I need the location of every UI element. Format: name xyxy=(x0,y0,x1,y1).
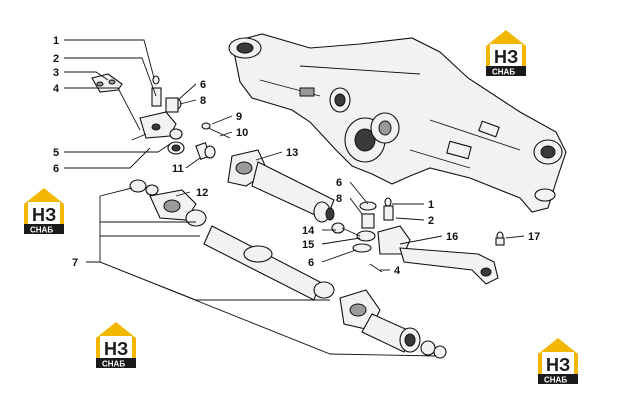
callout-1: 1 xyxy=(53,35,59,47)
callout-6: 6 xyxy=(336,177,342,189)
callout-12: 12 xyxy=(196,187,208,199)
callout-2: 2 xyxy=(53,53,59,65)
callout-16: 16 xyxy=(446,231,458,243)
leader-lines xyxy=(64,39,525,357)
callout-8: 8 xyxy=(200,95,206,107)
svg-text:СНАБ: СНАБ xyxy=(544,376,567,385)
callout-6: 6 xyxy=(308,257,314,269)
upper-propeller-shaft xyxy=(227,149,335,223)
right-pivot-assembly xyxy=(331,197,505,285)
callout-14: 14 xyxy=(302,225,315,237)
callout-9: 9 xyxy=(236,111,242,123)
callout-4: 4 xyxy=(53,83,60,95)
callout-4: 4 xyxy=(394,265,401,277)
callout-15: 15 xyxy=(302,239,314,251)
watermark-logo: НЗ СНАБ xyxy=(24,188,64,235)
callout-6: 6 xyxy=(200,79,206,91)
watermark-logo: НЗ СНАБ xyxy=(96,322,136,369)
callout-5: 5 xyxy=(53,147,59,159)
small-parts-9-11 xyxy=(195,122,231,160)
axle-housing xyxy=(228,33,567,213)
svg-text:НЗ: НЗ xyxy=(546,355,570,375)
callout-1: 1 xyxy=(428,199,434,211)
svg-text:НЗ: НЗ xyxy=(32,205,56,225)
callout-13: 13 xyxy=(286,147,298,159)
callout-17: 17 xyxy=(528,231,540,243)
callout-11: 11 xyxy=(172,163,184,175)
callout-10: 10 xyxy=(236,127,248,139)
svg-text:СНАБ: СНАБ xyxy=(30,226,53,235)
callout-6: 6 xyxy=(53,163,59,175)
svg-text:СНАБ: СНАБ xyxy=(102,360,125,369)
watermark-logo: НЗ СНАБ xyxy=(486,30,526,77)
watermark-logo: НЗ СНАБ xyxy=(538,338,578,385)
svg-text:НЗ: НЗ xyxy=(104,339,128,359)
callout-2: 2 xyxy=(428,215,434,227)
callout-3: 3 xyxy=(53,67,59,79)
callout-7: 7 xyxy=(72,257,78,269)
svg-text:СНАБ: СНАБ xyxy=(492,68,515,77)
callout-8: 8 xyxy=(336,193,342,205)
left-pivot-bracket xyxy=(91,73,185,155)
svg-text:НЗ: НЗ xyxy=(494,47,518,67)
callout-labels: 1 2 3 4 6 8 9 10 5 6 11 13 12 6 8 1 2 14… xyxy=(53,35,540,277)
lower-drive-shaft xyxy=(129,179,447,359)
